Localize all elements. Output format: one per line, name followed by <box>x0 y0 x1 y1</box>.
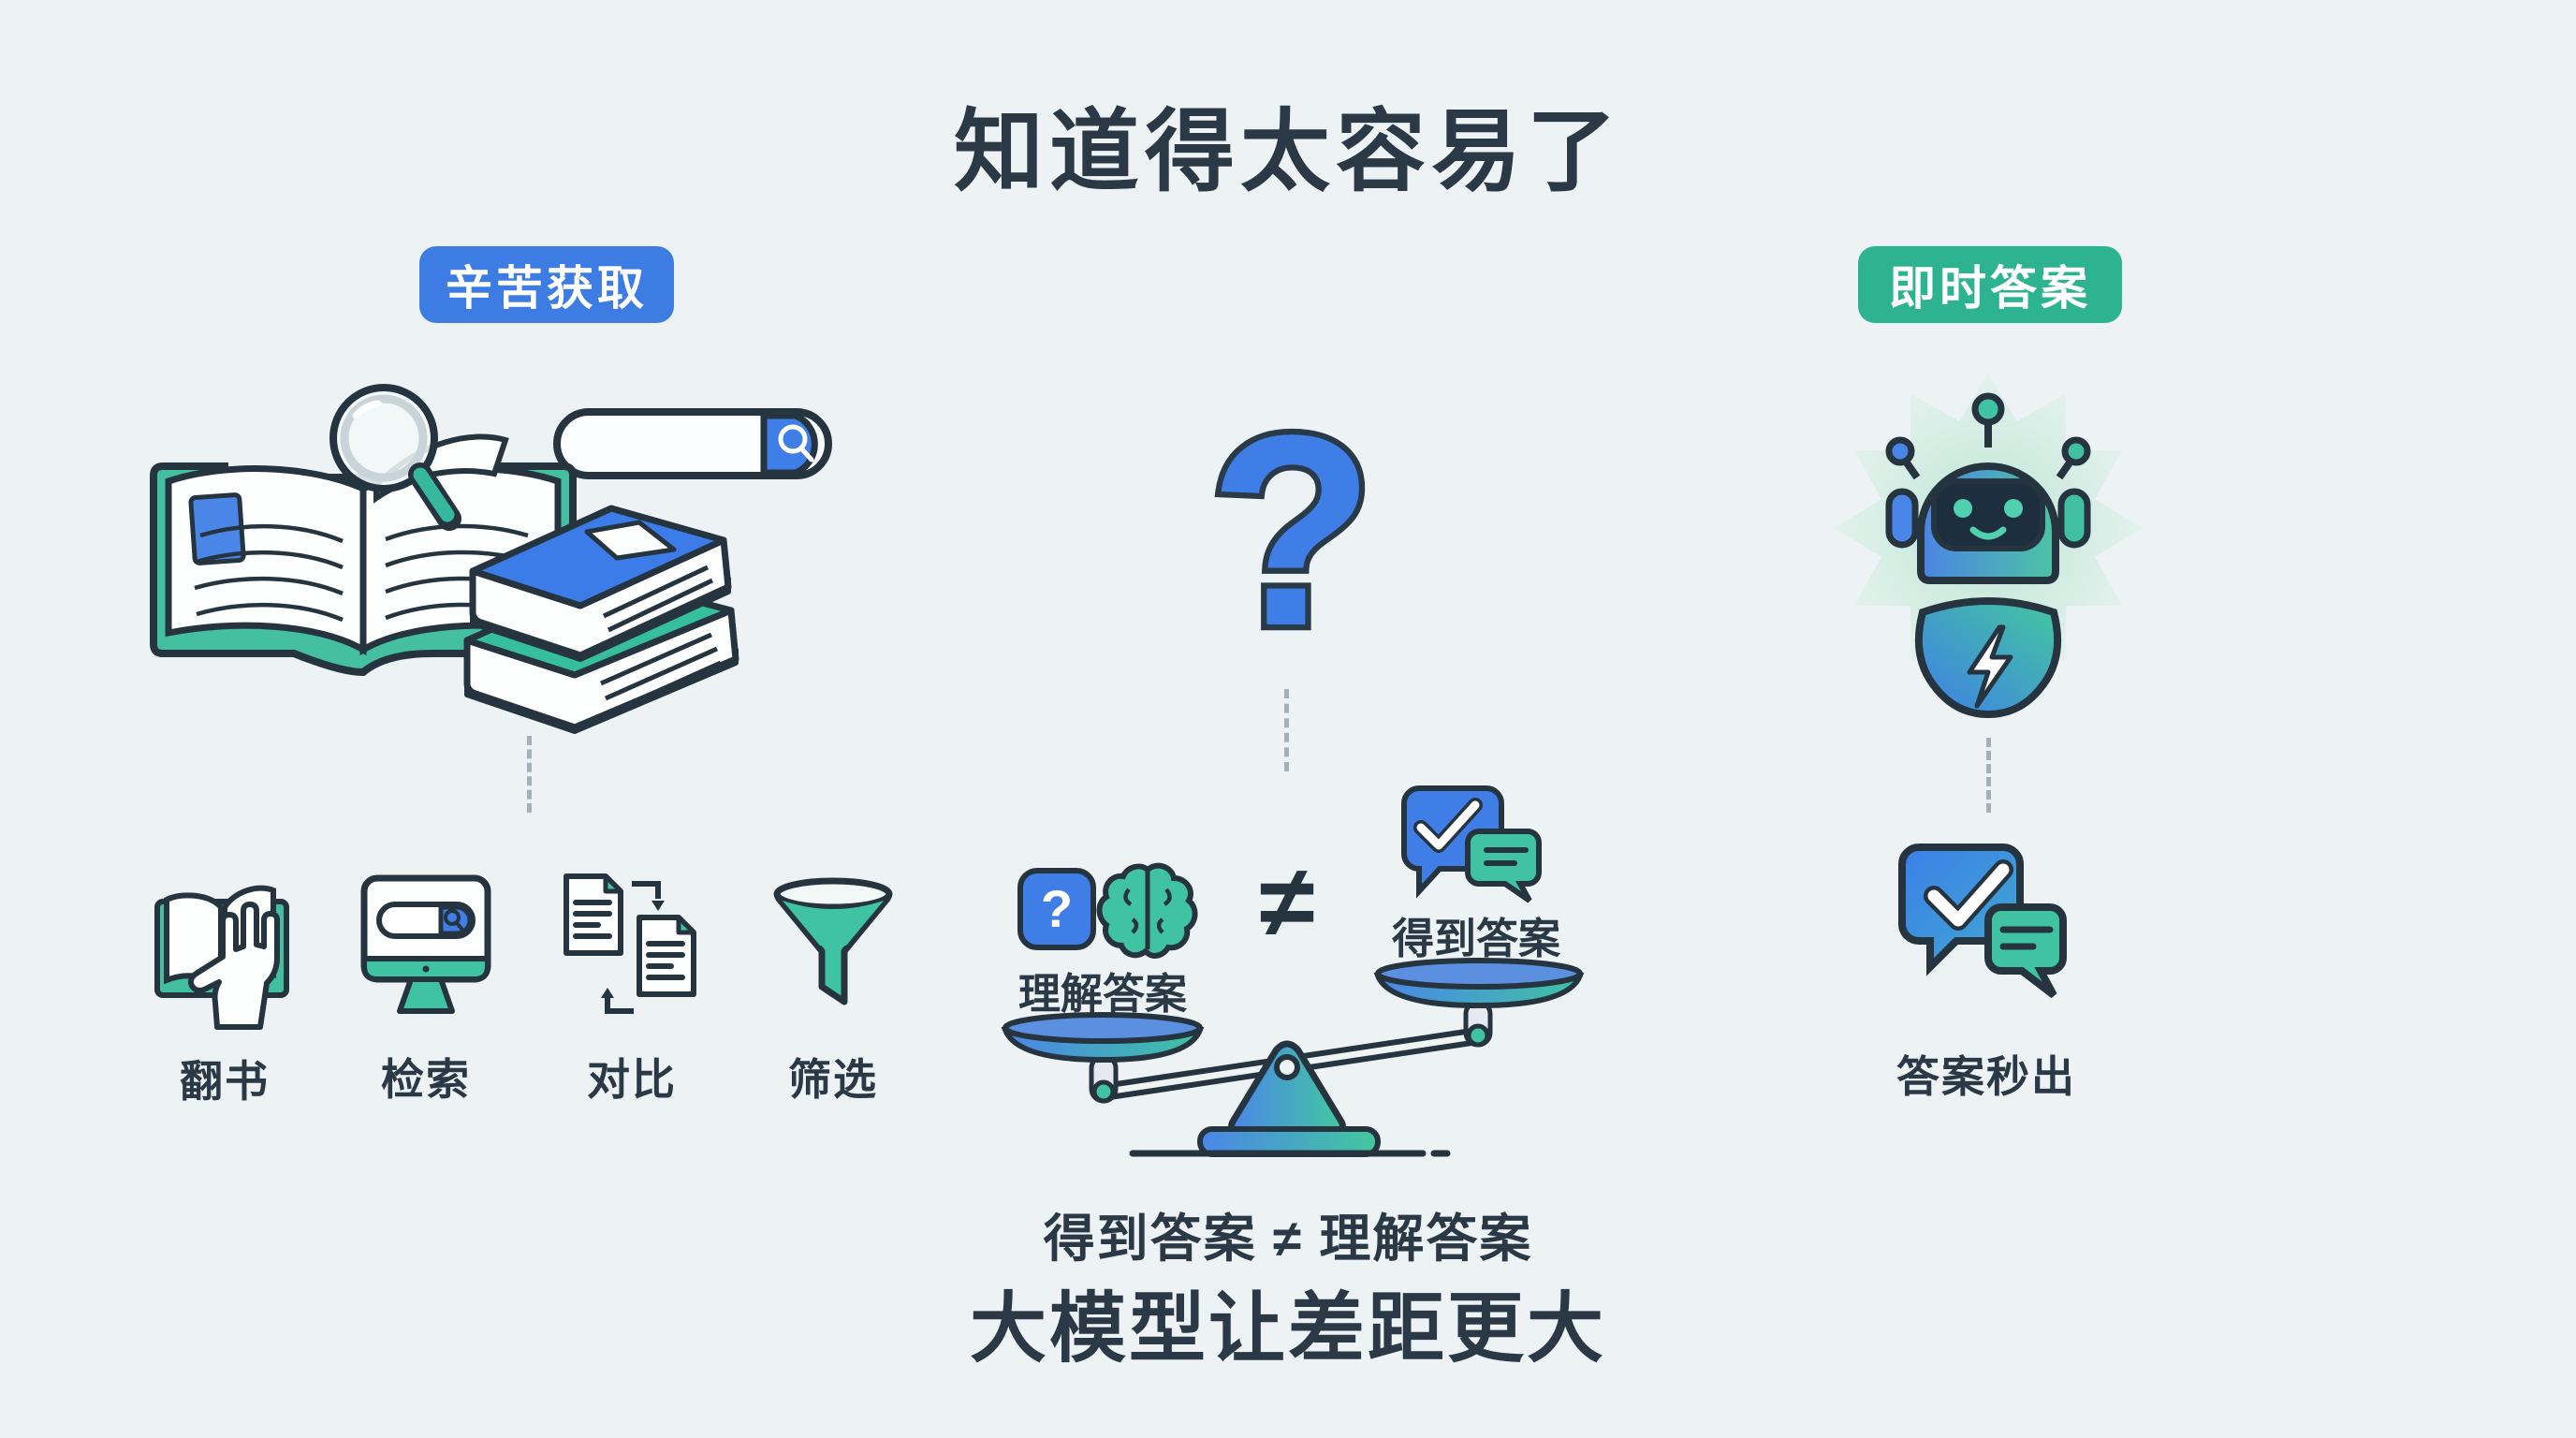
check-icon <box>1927 863 2010 927</box>
funnel-icon <box>773 877 893 1005</box>
footer-conclusion: 大模型让差距更大 <box>969 1286 1606 1372</box>
book-label-graphic <box>584 520 677 561</box>
question-mark-graphic: ? <box>1203 398 1381 679</box>
balance-fulcrum <box>1129 1040 1451 1157</box>
robot-ear-right <box>2057 488 2091 549</box>
balance-scale-illustration: ? 理解答案 ≠ 得到答案 <box>1001 785 1585 1157</box>
balance-left-label: 理解答案 <box>1018 970 1188 1018</box>
robot-smile <box>1969 526 2007 540</box>
magnifier-icon <box>329 384 461 531</box>
method-compare: 对比 <box>557 869 707 1108</box>
question-tile-icon <box>1017 868 1096 950</box>
balance-right-label: 得到答案 <box>1392 915 1561 962</box>
connector-dashed-middle <box>1284 689 1289 771</box>
balance-right-pan <box>1373 958 1585 1048</box>
question-tile-glyph: ? <box>1041 879 1073 938</box>
page-title: 知道得太容易了 <box>954 102 1622 202</box>
page-lines-left <box>194 523 344 623</box>
connector-dashed-right <box>1986 738 1991 813</box>
search-button-graphic <box>760 412 818 477</box>
chat-bubble-green <box>1984 903 2067 999</box>
connector-dashed-left <box>527 736 532 813</box>
book-stack-graphic <box>463 505 739 734</box>
monitor-search-icon <box>360 874 491 1014</box>
robot-eye-left <box>1954 499 1972 518</box>
method-filter: 筛选 <box>758 869 908 1108</box>
method-label: 筛选 <box>788 1055 878 1104</box>
compare-docs-icon <box>564 873 696 1014</box>
robot-ear-left <box>1885 488 1919 549</box>
books-search-illustration <box>150 384 832 734</box>
footer-comparison: 得到答案 ≠ 理解答案 <box>1043 1210 1533 1268</box>
search-icon <box>778 424 814 462</box>
lightning-icon <box>1967 624 2013 709</box>
method-flip-book: 翻书 <box>150 866 300 1109</box>
robot-illustration <box>1834 374 2143 719</box>
not-equal-symbol: ≠ <box>1259 844 1314 958</box>
blue-book-graphic <box>469 505 732 662</box>
chat-answer-icon-small <box>1401 785 1542 903</box>
method-label: 检索 <box>381 1055 471 1104</box>
search-bar-graphic <box>553 408 832 479</box>
flip-book-icon <box>154 885 289 1030</box>
hard-won-badge: 辛苦获取 <box>419 246 674 323</box>
hand-graphic <box>187 902 280 1030</box>
method-label: 翻书 <box>180 1057 270 1106</box>
instant-answer-label: 答案秒出 <box>1896 1052 2076 1101</box>
instant-answer-badge: 即时答案 <box>1858 246 2122 323</box>
brain-icon <box>1096 862 1198 959</box>
method-label: 对比 <box>587 1055 677 1104</box>
robot-eye-right <box>2004 499 2023 518</box>
method-search: 检索 <box>351 869 501 1108</box>
robot-antennas <box>1885 392 2091 480</box>
instant-answer-chat-icon <box>1898 844 2067 999</box>
question-mark-glyph: ? <box>1208 398 1374 679</box>
balance-left-pan <box>1001 1012 1205 1104</box>
robot-face <box>1931 478 2045 551</box>
